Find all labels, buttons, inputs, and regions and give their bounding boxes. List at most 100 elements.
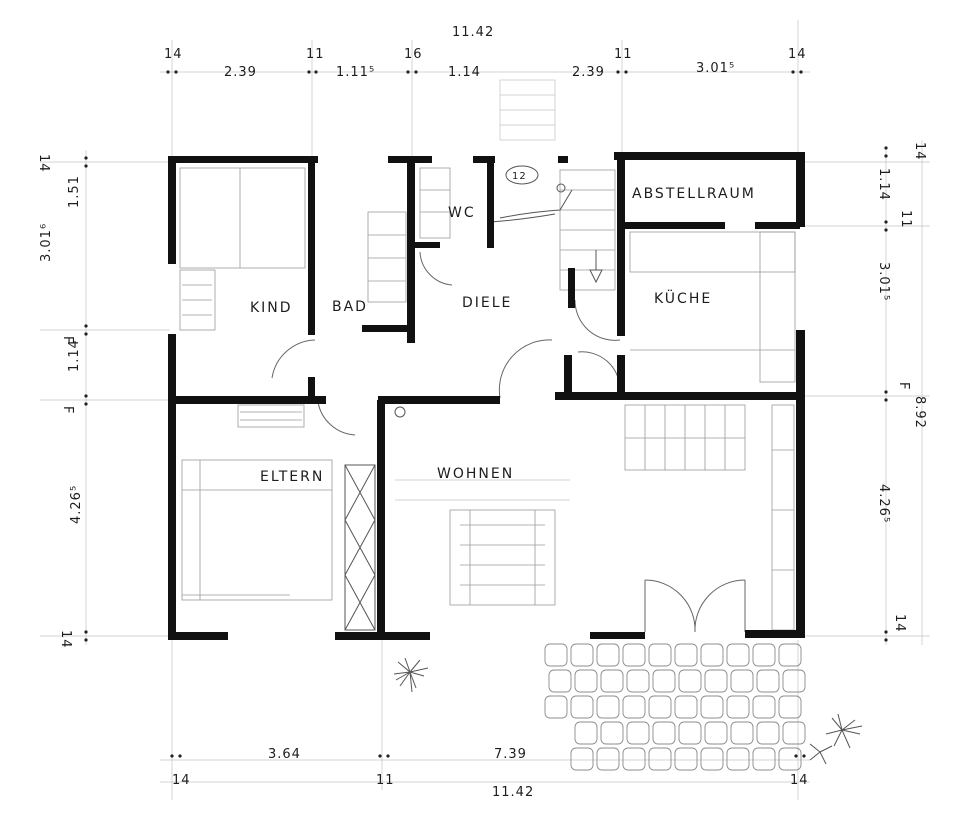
bottom-wall-2: 11	[376, 773, 395, 788]
paving-stones	[544, 643, 806, 771]
paving-stone	[700, 695, 724, 719]
paving-stone	[600, 721, 624, 745]
paving-stone	[674, 695, 698, 719]
paving-stone	[622, 643, 646, 667]
paving-stone	[726, 695, 750, 719]
stair-note-circle	[505, 165, 539, 185]
paving-stone	[622, 747, 646, 771]
paving-stone	[570, 695, 594, 719]
paving-stone	[596, 747, 620, 771]
furniture-sketch	[179, 79, 796, 631]
left-wall-4: 14	[58, 630, 73, 649]
tree-symbol-right	[809, 713, 863, 765]
paving-stone	[730, 669, 754, 693]
paving-stone	[778, 747, 802, 771]
paving-stone	[782, 721, 806, 745]
left-wall-2: F	[60, 336, 75, 344]
paving-stone	[752, 643, 776, 667]
paving-stone	[756, 669, 780, 693]
room-labels: KIND BAD WC DIELE ABSTELLRAUM KÜCHE ELTE…	[250, 186, 756, 485]
right-dimensions: 14 1.14 11 3.01⁵ F 8.92 4.26⁵ 14	[876, 142, 927, 633]
bottom-wall-3: 14	[790, 773, 809, 788]
top-segment-3: 1.14	[448, 65, 481, 80]
top-dimensions: 11.42 2.39 1.11⁵ 1.14 2.39 3.01⁵ 14 11 1…	[164, 25, 807, 80]
top-wall-4: 11	[614, 47, 633, 62]
paving-stone	[756, 721, 780, 745]
left-dimensions: 14 1.51 3.01⁶ F 1.14 F 4.26⁵ 14	[36, 154, 84, 649]
room-label-kueche: KÜCHE	[654, 289, 712, 307]
left-wall-1: 14	[36, 154, 51, 173]
left-segment-1: 1.51	[67, 175, 82, 208]
paving-stone	[570, 747, 594, 771]
room-label-eltern: ELTERN	[260, 469, 324, 485]
paving-stone	[648, 747, 672, 771]
bottom-segment-2: 7.39	[494, 747, 527, 762]
paving-stone	[544, 643, 568, 667]
paving-stone	[626, 721, 650, 745]
top-segment-5: 3.01⁵	[696, 61, 735, 76]
right-wall-3: F	[896, 382, 911, 390]
paving-stone	[778, 643, 802, 667]
room-label-diele: DIELE	[462, 295, 512, 311]
room-label-kind: KIND	[250, 300, 293, 316]
right-wall-2: 11	[898, 210, 913, 229]
right-segment-1: 1.14	[876, 168, 891, 201]
room-label-bad: BAD	[332, 299, 368, 315]
paving-stone	[726, 747, 750, 771]
paving-stone	[544, 695, 568, 719]
right-segment-2: 3.01⁵	[876, 262, 891, 301]
right-segment-3: 4.26⁵	[876, 484, 891, 523]
paving-stone	[648, 643, 672, 667]
paving-stone	[548, 669, 572, 693]
paving-stone	[570, 643, 594, 667]
bottom-total-dimension: 11.42	[492, 785, 534, 800]
top-wall-5: 14	[788, 47, 807, 62]
dimension-lines	[40, 20, 930, 800]
top-total-dimension: 11.42	[452, 25, 494, 40]
right-wall-1: 14	[912, 142, 927, 161]
door-swings	[271, 189, 746, 633]
room-label-wohnen: WOHNEN	[437, 466, 514, 482]
paving-stone	[674, 643, 698, 667]
bottom-wall-1: 14	[172, 773, 191, 788]
top-segment-4: 2.39	[572, 65, 605, 80]
tree-symbol-left	[393, 657, 429, 693]
paving-stone	[648, 695, 672, 719]
paving-stone	[700, 643, 724, 667]
paving-stone	[626, 669, 650, 693]
bottom-segment-1: 3.64	[268, 747, 301, 762]
top-wall-3: 16	[404, 47, 423, 62]
top-segment-2: 1.11⁵	[336, 65, 375, 80]
paving-stone	[678, 721, 702, 745]
top-segment-1: 2.39	[224, 65, 257, 80]
paving-stone	[652, 721, 676, 745]
paving-stone	[752, 695, 776, 719]
paving-stone	[700, 747, 724, 771]
paving-stone	[622, 695, 646, 719]
left-segment-4: 4.26⁵	[69, 485, 84, 524]
paving-stone	[778, 695, 802, 719]
paving-stone	[752, 747, 776, 771]
right-wall-4: 14	[892, 614, 907, 633]
paving-stone	[704, 721, 728, 745]
left-segment-3: 1.14	[67, 339, 82, 372]
room-label-abstellraum: ABSTELLRAUM	[632, 186, 756, 202]
walls	[168, 152, 805, 640]
paving-stone	[600, 669, 624, 693]
paving-stone	[782, 669, 806, 693]
bottom-dimensions: 3.64 7.39 11.42 14 11 14	[172, 747, 809, 800]
left-wall-3: F	[60, 406, 75, 414]
room-label-wc: WC	[448, 205, 476, 221]
paving-stone	[678, 669, 702, 693]
dimension-ticks	[84, 70, 888, 758]
paving-stone	[704, 669, 728, 693]
top-wall-1: 14	[164, 47, 183, 62]
paving-stone	[574, 721, 598, 745]
paving-stone	[596, 695, 620, 719]
right-total-dimension: 8.92	[912, 396, 927, 429]
paving-stone	[730, 721, 754, 745]
paving-stone	[574, 669, 598, 693]
paving-stone	[596, 643, 620, 667]
paving-stone	[726, 643, 750, 667]
